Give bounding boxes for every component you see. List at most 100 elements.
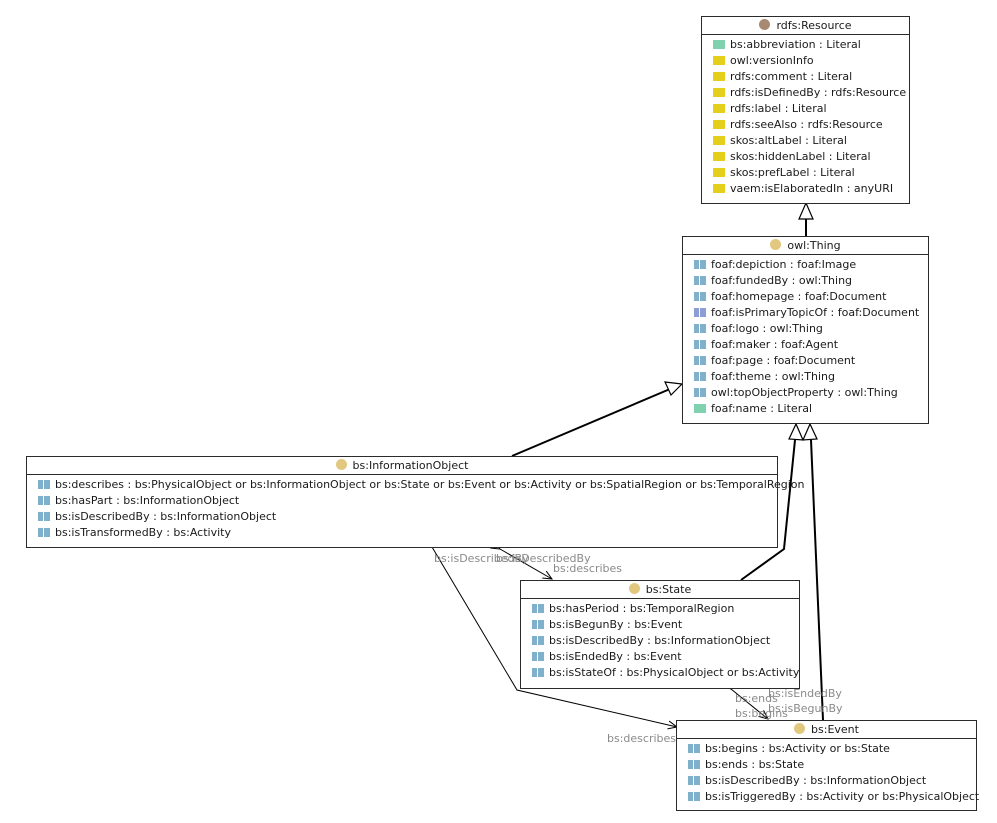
property-row[interactable]: skos:hiddenLabel : Literal: [702, 149, 909, 165]
edge-label-io-describes-event: bs:describes: [607, 732, 677, 745]
property-label: owl:versionInfo: [730, 54, 814, 67]
object-property-icon: [694, 340, 706, 349]
property-row[interactable]: bs:isTriggeredBy : bs:Activity or bs:Phy…: [677, 789, 979, 805]
property-label: bs:hasPeriod : bs:TemporalRegion: [549, 602, 735, 615]
property-label: rdfs:comment : Literal: [730, 70, 853, 83]
property-label: rdfs:isDefinedBy : rdfs:Resource: [730, 86, 907, 99]
property-row[interactable]: foaf:logo : owl:Thing: [683, 321, 928, 337]
object-property-icon: [694, 276, 706, 285]
edge-label-io-isdescribedby: bs:isDescribedBy: [434, 552, 529, 565]
property-row[interactable]: bs:isDescribedBy : bs:InformationObject: [521, 633, 799, 649]
property-row[interactable]: rdfs:isDefinedBy : rdfs:Resource: [702, 85, 909, 101]
property-list: foaf:depiction : foaf:Image foaf:fundedBy…: [683, 255, 928, 417]
property-row[interactable]: bs:isDescribedBy : bs:InformationObject: [677, 773, 976, 789]
property-row[interactable]: foaf:fundedBy : owl:Thing: [683, 273, 928, 289]
property-row[interactable]: skos:prefLabel : Literal: [702, 165, 909, 181]
property-list: bs:begins : bs:Activity or bs:State bs:en…: [677, 739, 979, 805]
property-row[interactable]: bs:hasPeriod : bs:TemporalRegion: [521, 601, 799, 617]
class-dot-icon: [794, 723, 806, 734]
object-property-icon: [694, 356, 706, 365]
property-row[interactable]: rdfs:label : Literal: [702, 101, 909, 117]
subclass-edge-state-thing[interactable]: [740, 439, 796, 581]
property-label: foaf:depiction : foaf:Image: [711, 258, 857, 271]
class-title: rdfs:Resource: [776, 19, 852, 32]
property-label: bs:isDescribedBy : bs:InformationObject: [549, 634, 771, 647]
class-title: bs:State: [645, 583, 692, 596]
property-row[interactable]: bs:ends : bs:State: [677, 757, 976, 773]
subclass-edge-informationobject-thing[interactable]: [511, 388, 671, 457]
object-property-icon: [688, 744, 700, 753]
annotation-property-icon: [713, 136, 725, 145]
inverse-functional-property-icon: [694, 308, 706, 317]
property-row[interactable]: rdfs:comment : Literal: [702, 69, 909, 85]
property-row[interactable]: skos:altLabel : Literal: [702, 133, 909, 149]
property-label: bs:begins : bs:Activity or bs:State: [705, 742, 890, 755]
property-row[interactable]: foaf:name : Literal: [683, 401, 928, 417]
property-edge-state-event[interactable]: [731, 689, 768, 719]
object-property-icon: [38, 528, 50, 537]
edge-label-state-isbegunby: bs:isBegunBy: [768, 702, 843, 715]
subclass-arrowhead-resource: [798, 201, 814, 220]
property-row[interactable]: foaf:theme : owl:Thing: [683, 369, 928, 385]
property-label: foaf:page : foaf:Document: [711, 354, 856, 367]
edge-label-state-isendedby: bs:isEndedBy: [768, 687, 842, 700]
property-row[interactable]: vaem:isElaboratedIn : anyURI: [702, 181, 909, 197]
object-property-icon: [694, 260, 706, 269]
property-label: foaf:fundedBy : owl:Thing: [711, 274, 853, 287]
annotation-property-icon: [713, 72, 725, 81]
class-box-event[interactable]: bs:Event bs:begins : bs:Activity or bs:S…: [676, 720, 979, 811]
annotation-property-icon: [713, 152, 725, 161]
annotation-property-icon: [713, 88, 725, 97]
property-label: foaf:name : Literal: [711, 402, 813, 415]
annotation-property-icon: [713, 120, 725, 129]
property-row[interactable]: foaf:homepage : foaf:Document: [683, 289, 928, 305]
object-property-icon: [38, 496, 50, 505]
class-title: owl:Thing: [787, 239, 841, 252]
property-label: skos:altLabel : Literal: [730, 134, 847, 147]
property-label: skos:prefLabel : Literal: [730, 166, 855, 179]
property-row[interactable]: rdfs:seeAlso : rdfs:Resource: [702, 117, 909, 133]
property-row[interactable]: bs:isTransformedBy : bs:Activity: [27, 525, 777, 541]
property-row[interactable]: bs:describes : bs:PhysicalObject or bs:I…: [27, 477, 805, 493]
property-label: foaf:homepage : foaf:Document: [711, 290, 887, 303]
subclass-arrowhead-thing-from-io: [664, 381, 684, 397]
property-row[interactable]: bs:isBegunBy : bs:Event: [521, 617, 799, 633]
object-property-icon: [694, 372, 706, 381]
property-label: vaem:isElaboratedIn : anyURI: [730, 182, 894, 195]
class-box-information-object[interactable]: bs:InformationObject bs:describes : bs:P…: [26, 456, 805, 548]
datatype-property-icon: [694, 404, 706, 413]
property-row[interactable]: owl:versionInfo: [702, 53, 909, 69]
object-property-icon: [38, 512, 50, 521]
property-row[interactable]: bs:isStateOf : bs:PhysicalObject or bs:A…: [521, 665, 799, 681]
property-row[interactable]: bs:isEndedBy : bs:Event: [521, 649, 799, 665]
property-row[interactable]: foaf:page : foaf:Document: [683, 353, 928, 369]
property-row[interactable]: bs:hasPart : bs:InformationObject: [27, 493, 777, 509]
object-property-icon: [532, 620, 544, 629]
object-property-icon: [688, 776, 700, 785]
property-row[interactable]: foaf:isPrimaryTopicOf : foaf:Document: [683, 305, 928, 321]
property-label: bs:isTransformedBy : bs:Activity: [55, 526, 231, 539]
class-box-state[interactable]: bs:State bs:hasPeriod : bs:TemporalRegio…: [520, 580, 800, 689]
edge-label-event-ends: bs:ends: [735, 692, 778, 705]
property-row[interactable]: bs:isDescribedBy : bs:InformationObject: [27, 509, 777, 525]
property-edge-io-event[interactable]: [432, 547, 677, 727]
annotation-property-icon: [713, 104, 725, 113]
property-row[interactable]: foaf:maker : foaf:Agent: [683, 337, 928, 353]
property-row[interactable]: bs:abbreviation : Literal: [702, 37, 909, 53]
annotation-property-icon: [713, 56, 725, 65]
property-row[interactable]: owl:topObjectProperty : owl:Thing: [683, 385, 928, 401]
object-property-icon: [694, 292, 706, 301]
property-row[interactable]: foaf:depiction : foaf:Image: [683, 257, 928, 273]
property-label: foaf:logo : owl:Thing: [711, 322, 823, 335]
property-row[interactable]: bs:begins : bs:Activity or bs:State: [677, 741, 976, 757]
object-property-icon: [532, 652, 544, 661]
object-property-icon: [688, 760, 700, 769]
subclass-edge-event-thing[interactable]: [810, 439, 824, 721]
property-label: bs:describes : bs:PhysicalObject or bs:I…: [55, 478, 805, 491]
object-property-icon: [532, 604, 544, 613]
edge-label-event-begins: bs:begins: [735, 707, 788, 720]
